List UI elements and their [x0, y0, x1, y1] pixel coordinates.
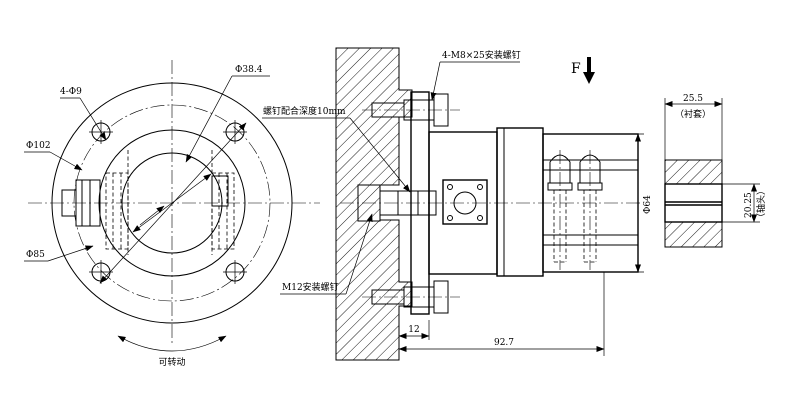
- bushing-upper-section: [664, 159, 723, 185]
- force-arrow-head: [583, 72, 595, 84]
- label-pcd-38-4: Φ38.4: [235, 65, 263, 75]
- square-connector: [442, 179, 488, 225]
- label-dim-20-25: 20.25: [744, 192, 754, 218]
- force-arrow-shaft: [587, 57, 591, 74]
- label-hole-pattern: 4-Φ9: [60, 87, 82, 97]
- bushing-bore: [664, 183, 723, 223]
- label-dia-85: Φ85: [26, 250, 45, 260]
- mounting-wall-section: [335, 47, 413, 361]
- bushing-detail-view: 25.5 （衬套） 20.25 （轴头）: [664, 94, 767, 248]
- label-dim-92-7: 92.7: [494, 338, 514, 348]
- label-bolt-m12: M12安装螺钉: [282, 281, 339, 293]
- label-bushing: （衬套）: [675, 108, 711, 120]
- bolt-pitch-circle: [73, 104, 271, 302]
- outer-flange-circle: [51, 82, 293, 324]
- hidden-brush-slots: [105, 150, 235, 255]
- mounting-section-view: 4-M8×25安装螺钉 螺钉配合深度10mm M12安装螺钉 12 92.7 F…: [262, 47, 653, 361]
- label-dim-25-5: 25.5: [683, 94, 703, 104]
- bushing-lower-section: [664, 221, 723, 248]
- label-dim-12: 12: [408, 325, 419, 335]
- label-shaft-head: （轴头）: [755, 186, 767, 222]
- label-bolt-m8: 4-M8×25安装螺钉: [442, 49, 521, 61]
- label-rotatable: 可转动: [158, 356, 185, 368]
- flange-end-view: 4-Φ9 Φ38.4 Φ102 Φ85 可转动: [24, 60, 320, 368]
- side-lug: [211, 175, 229, 207]
- terminal-pins: [547, 150, 603, 270]
- label-screw-depth: 螺钉配合深度10mm: [263, 105, 346, 117]
- label-dia-102: Φ102: [26, 141, 51, 151]
- rotation-arrow: [117, 335, 227, 352]
- label-dia-64: Φ64: [643, 195, 653, 214]
- label-force: F: [571, 61, 581, 77]
